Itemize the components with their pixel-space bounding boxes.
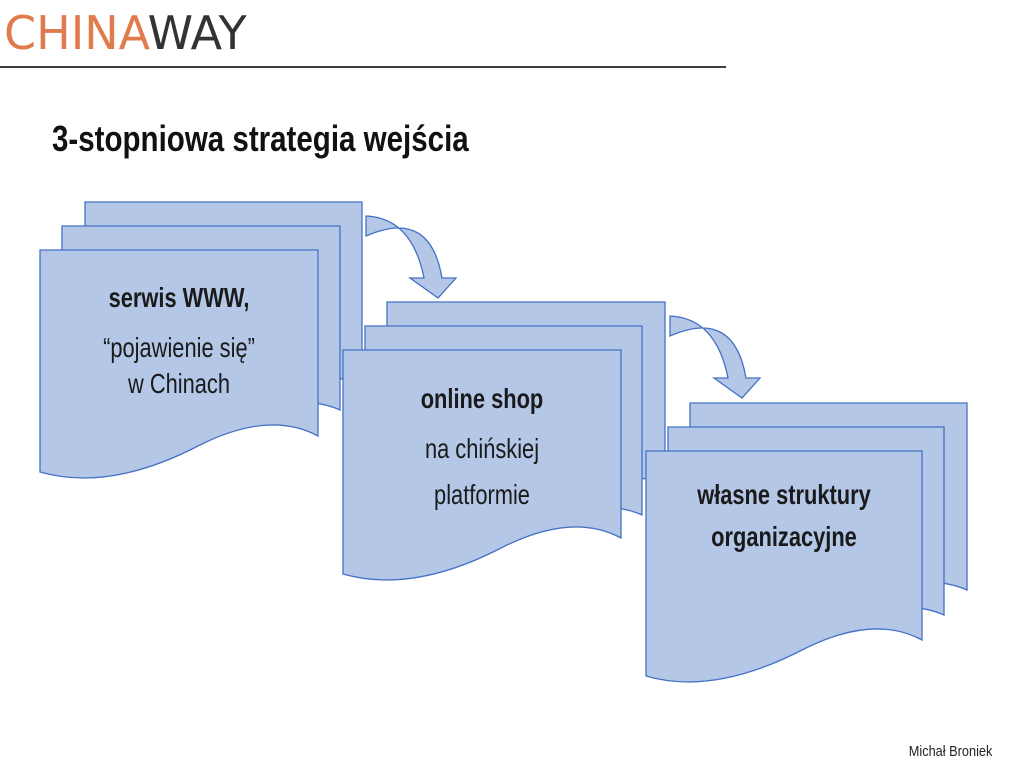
step-1-front-sheet [39,249,319,479]
step-2-line-2: platformie [434,479,530,510]
step-1-document-stack [39,201,363,479]
step-3-front-sheet [645,450,923,683]
step-3-heading: własne struktury [697,479,871,510]
step-2-front-sheet [342,349,622,581]
author-name: Michał Broniek [908,743,992,760]
curved-arrow-1 [365,215,458,299]
step-3-line-1: organizacyjne [711,521,857,552]
step-2-line-1: na chińskiej [424,433,540,464]
step-2-heading: online shop [420,383,544,414]
logo-china-text: CHINA [4,6,148,60]
step-1-line-1: “pojawienie się” [103,332,255,363]
step-1-line-2: w Chinach [128,368,230,399]
header-divider [0,66,726,68]
slide-title: 3-stopniowa strategia wejścia [52,118,469,159]
step-1-heading: serwis WWW, [108,282,250,313]
chinaway-logo: CHINAWAY [4,8,247,58]
step-1-text: serwis WWW, “pojawienie się” w Chinach [40,278,318,400]
step-2-text: online shop na chińskiej platformie [343,379,621,511]
step-3-text: własne struktury organizacyjne [646,475,922,557]
curved-arrow-2 [669,315,762,399]
step-3-document-stack [645,402,968,683]
step-2-document-stack [342,301,666,581]
logo-way-text: WAY [147,6,247,60]
